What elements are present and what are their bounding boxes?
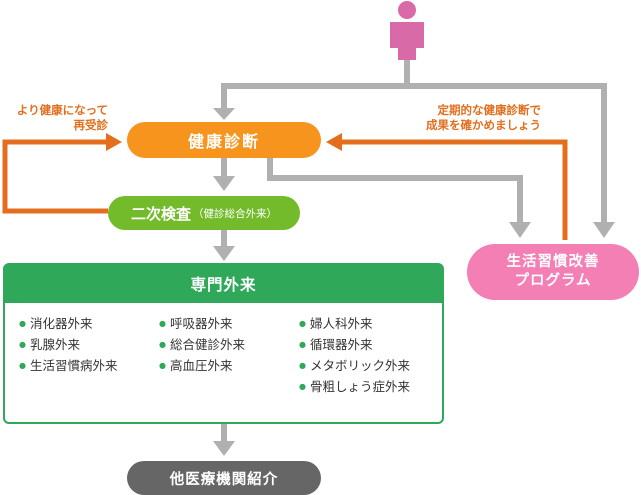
clinic-item: メタボリック外来 (299, 355, 410, 376)
clinic-item: 生活習慣病外来 (19, 355, 118, 376)
arrowhead-to-kenko (213, 108, 235, 120)
health-checkup-node: 健康診断 (127, 122, 321, 158)
clinic-item: 乳腺外来 (19, 334, 118, 355)
health-checkup-label: 健康診断 (187, 132, 260, 151)
clinic-item: 消化器外来 (19, 313, 118, 334)
regular-checkup-label-line1: 定期的な健康診断で (437, 103, 542, 117)
clinic-item: 高血圧外来 (159, 355, 245, 376)
lifestyle-program-line2: プログラム (514, 273, 592, 289)
clinic-item: 婦人科外来 (299, 313, 410, 334)
lifestyle-program-line1: 生活習慣改善 (506, 254, 600, 270)
clinic-item: 総合健診外来 (159, 334, 245, 355)
arrowhead-revisit (106, 133, 122, 151)
referral-node: 他医療機関紹介 (127, 461, 321, 495)
clinic-item: 骨粗しょう症外来 (299, 376, 410, 397)
person-icon (390, 1, 424, 60)
clinic-column-1: 消化器外来 乳腺外来 生活習慣病外来 (19, 313, 118, 376)
secondary-exam-sublabel: （健診総合外来） (193, 207, 277, 220)
arrowhead-to-niji (213, 176, 235, 191)
arrowhead-to-senmon (213, 246, 235, 261)
arrowhead-to-tahoka (213, 441, 235, 456)
clinic-column-3: 婦人科外来 循環器外来 メタボリック外来 骨粗しょう症外来 (299, 313, 410, 397)
arrowhead-to-program-left (509, 222, 531, 238)
referral-label: 他医療機関紹介 (169, 471, 279, 488)
kenko-to-program-connector (267, 158, 523, 222)
secondary-exam-node: 二次検査（健診総合外来） (108, 196, 300, 230)
revisit-label-line1: より健康になって (16, 103, 108, 117)
program-feedback-connector (340, 139, 568, 240)
specialty-clinic-title: 専門外来 (5, 265, 442, 303)
lifestyle-program-node: 生活習慣改善 プログラム (467, 244, 639, 300)
clinic-column-2: 呼吸器外来 総合健診外来 高血圧外来 (159, 313, 245, 376)
regular-checkup-label: 定期的な健康診断で 成果を確かめましょう (393, 103, 541, 133)
revisit-loop-connector (2, 139, 108, 214)
person-to-program-connector (407, 83, 607, 222)
regular-checkup-label-line2: 成果を確かめましょう (426, 118, 541, 132)
clinic-item: 呼吸器外来 (159, 313, 245, 334)
specialty-clinic-box: 専門外来 消化器外来 乳腺外来 生活習慣病外来 呼吸器外来 総合健診外来 高血圧… (3, 263, 444, 424)
arrowhead-program-feedback (326, 133, 342, 151)
revisit-label: より健康になって 再受診 (0, 103, 108, 133)
clinic-item: 循環器外来 (299, 334, 410, 355)
secondary-exam-label: 二次検査 (130, 204, 191, 223)
revisit-label-line2: 再受診 (73, 118, 109, 132)
person-to-kenko-connector (221, 60, 410, 108)
arrowhead-to-program-right (593, 222, 615, 238)
